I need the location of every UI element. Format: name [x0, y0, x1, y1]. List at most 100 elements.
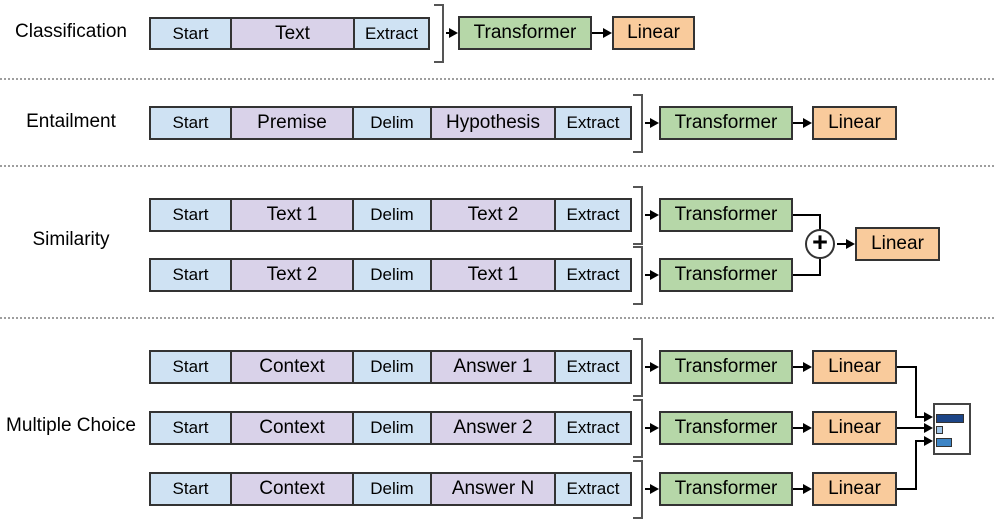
arrowhead-icon: [803, 423, 812, 433]
transformer-node: Transformer: [659, 472, 793, 506]
arrowhead-icon: [650, 210, 659, 220]
arrow-line: [793, 427, 804, 429]
arrowhead-icon: [650, 423, 659, 433]
plus-icon: +: [812, 227, 828, 257]
arrowhead-icon: [650, 118, 659, 128]
extract-bracket: [633, 399, 643, 458]
arrow-line: [793, 122, 804, 124]
extract-bracket: [633, 338, 643, 397]
token-cell-start: Start: [151, 108, 230, 138]
arrowhead-icon: [650, 484, 659, 494]
token-cell-text1: Text 1: [230, 200, 352, 230]
token-cell-text2: Text 2: [430, 200, 554, 230]
section-label-multiple-choice: Multiple Choice: [6, 415, 136, 436]
token-sequence-mc-3: Start Context Delim Answer N Extract: [149, 472, 632, 506]
transformer-node: Transformer: [659, 106, 793, 140]
extract-bracket: [434, 4, 444, 63]
token-cell-premise: Premise: [230, 108, 352, 138]
arrow-line: [592, 32, 604, 34]
token-cell-hypothesis: Hypothesis: [430, 108, 554, 138]
extract-bracket: [633, 94, 643, 153]
linear-node: Linear: [812, 350, 897, 384]
linear-node: Linear: [612, 16, 695, 50]
token-cell-extract: Extract: [554, 413, 630, 443]
wire-segment: [819, 214, 821, 230]
arrowhead-icon: [803, 118, 812, 128]
token-sequence-classification: Start Text Extract: [149, 17, 430, 50]
token-cell-delim: Delim: [352, 474, 430, 504]
token-cell-delim: Delim: [352, 413, 430, 443]
section-separator: [0, 78, 994, 80]
arrow-line: [793, 366, 804, 368]
arrow-line: [793, 488, 804, 490]
arrow-line: [645, 274, 651, 276]
token-cell-delim: Delim: [352, 352, 430, 382]
arrowhead-icon: [603, 28, 612, 38]
wire-segment: [793, 274, 821, 276]
arrow-line: [837, 243, 846, 245]
token-cell-text2: Text 2: [230, 260, 352, 290]
transformer-node: Transformer: [659, 350, 793, 384]
token-cell-start: Start: [151, 413, 230, 443]
transformer-node: Transformer: [458, 16, 592, 50]
arrowhead-icon: [924, 423, 933, 433]
arrow-line: [915, 416, 924, 418]
chart-bar-2: [936, 426, 943, 434]
token-sequence-mc-1: Start Context Delim Answer 1 Extract: [149, 350, 632, 384]
token-cell-answerN: Answer N: [430, 474, 554, 504]
arrow-line: [645, 488, 651, 490]
token-cell-extract: Extract: [554, 108, 630, 138]
extract-bracket: [633, 460, 643, 519]
wire-segment: [915, 366, 917, 418]
token-sequence-mc-2: Start Context Delim Answer 2 Extract: [149, 411, 632, 445]
token-cell-text1: Text 1: [430, 260, 554, 290]
token-cell-extract: Extract: [554, 200, 630, 230]
token-sequence-similarity-2: Start Text 2 Delim Text 1 Extract: [149, 258, 632, 292]
arrowhead-icon: [650, 270, 659, 280]
extract-bracket: [633, 186, 643, 245]
arrow-line: [897, 427, 924, 429]
token-cell-start: Start: [151, 19, 230, 48]
arrowhead-icon: [803, 362, 812, 372]
linear-node: Linear: [812, 411, 897, 445]
arrowhead-icon: [924, 412, 933, 422]
token-cell-start: Start: [151, 474, 230, 504]
token-sequence-similarity-1: Start Text 1 Delim Text 2 Extract: [149, 198, 632, 232]
token-cell-delim: Delim: [352, 200, 430, 230]
section-label-entailment: Entailment: [26, 111, 116, 132]
arrowhead-icon: [924, 436, 933, 446]
token-cell-text: Text: [230, 19, 353, 48]
token-cell-delim: Delim: [352, 260, 430, 290]
section-separator: [0, 165, 994, 167]
linear-node: Linear: [855, 227, 940, 261]
arrow-line: [915, 440, 924, 442]
output-distribution-chart: [933, 403, 971, 455]
transformer-node: Transformer: [659, 198, 793, 232]
arrow-line: [645, 366, 651, 368]
wire-segment: [915, 440, 917, 490]
arrowhead-icon: [803, 484, 812, 494]
transformer-node: Transformer: [659, 258, 793, 292]
token-cell-extract: Extract: [554, 474, 630, 504]
token-cell-start: Start: [151, 200, 230, 230]
wire-segment: [897, 488, 917, 490]
token-cell-extract: Extract: [353, 19, 428, 48]
arrow-line: [645, 427, 651, 429]
transformer-node: Transformer: [659, 411, 793, 445]
arrow-line: [446, 32, 450, 34]
token-cell-answer1: Answer 1: [430, 352, 554, 382]
arrow-line: [645, 214, 651, 216]
token-cell-context: Context: [230, 413, 352, 443]
section-label-classification: Classification: [15, 21, 127, 42]
token-cell-extract: Extract: [554, 352, 630, 382]
token-sequence-entailment: Start Premise Delim Hypothesis Extract: [149, 106, 632, 140]
token-cell-context: Context: [230, 474, 352, 504]
section-separator: [0, 317, 994, 319]
token-cell-delim: Delim: [352, 108, 430, 138]
sum-node: +: [805, 229, 835, 259]
token-cell-context: Context: [230, 352, 352, 382]
token-cell-extract: Extract: [554, 260, 630, 290]
linear-node: Linear: [812, 472, 897, 506]
arrow-line: [645, 122, 651, 124]
